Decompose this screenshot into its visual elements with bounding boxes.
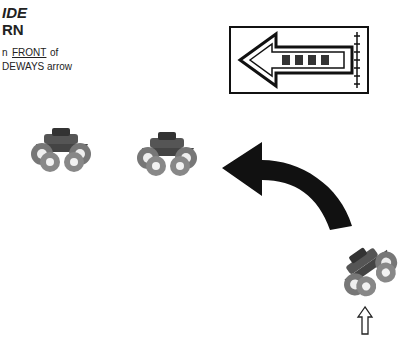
- note-text: of: [50, 47, 58, 58]
- note-text: FRONT: [12, 47, 46, 58]
- note-text: n: [2, 47, 8, 58]
- direction-arrow: [358, 307, 372, 334]
- heading-text: RN: [2, 21, 24, 38]
- atv-icon: [137, 132, 197, 176]
- sideways-sign: [230, 27, 368, 93]
- heading-text: IDE: [2, 4, 27, 21]
- turn-arrow: [222, 142, 352, 230]
- atv-icon: [331, 235, 401, 305]
- atv-icon: [31, 128, 91, 172]
- note-text: DEWAYS arrow: [2, 61, 72, 72]
